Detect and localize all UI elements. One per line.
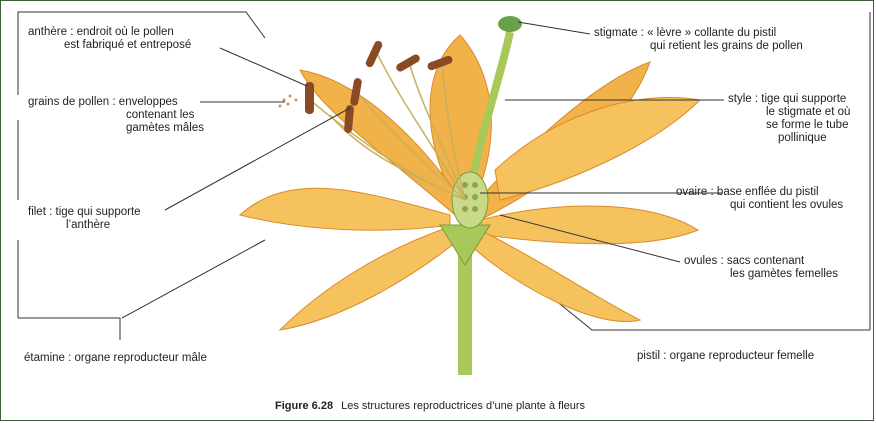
stem — [458, 255, 472, 375]
anthere-def2: est fabriqué et entreposé — [28, 39, 191, 51]
ovaire-term: ovaire — [676, 186, 707, 198]
label-anthere: anthère : endroit où le pollen est fabri… — [28, 26, 191, 52]
figure-caption: Figure 6.28 Les structures reproductrices… — [275, 400, 585, 412]
etamine-term: étamine — [24, 352, 65, 364]
label-ovules: ovules : sacs contenant les gamètes feme… — [684, 255, 838, 281]
style-def2: le stigmate et où — [728, 106, 850, 118]
label-pistil: pistil : organe reproducteur femelle — [637, 350, 814, 363]
caption-text: Les structures reproductrices d’une plan… — [341, 400, 585, 412]
grains-def1: enveloppes — [119, 96, 178, 108]
label-stigmate: stigmate : « lèvre » collante du pistil … — [594, 27, 803, 53]
style-def3: se forme le tube — [728, 119, 848, 131]
petal-upper-right — [495, 98, 700, 200]
stigmate-term: stigmate — [594, 27, 637, 39]
ovules-term: ovules — [684, 255, 717, 267]
filet-def2: l’anthère — [28, 219, 110, 231]
petal-front-left — [240, 188, 450, 230]
style-def1: tige qui supporte — [761, 93, 846, 105]
anther-highlight — [305, 82, 314, 114]
etamine-def1: organe reproducteur mâle — [75, 352, 207, 364]
anthere-def1: endroit où le pollen — [77, 26, 174, 38]
ovules-def2: les gamètes femelles — [684, 268, 838, 280]
etamine-bracket-bottom — [18, 318, 120, 340]
grains-term: grains de pollen — [28, 96, 109, 108]
ovaire-def1: base enflée du pistil — [717, 186, 819, 198]
ovules-def1: sacs contenant — [727, 255, 804, 267]
pistil-def1: organe reproducteur femelle — [670, 350, 814, 362]
label-style: style : tige qui supporte le stigmate et… — [728, 93, 850, 145]
style-term: style — [728, 93, 752, 105]
petal-front-lower-left — [280, 225, 465, 330]
label-etamine: étamine : organe reproducteur mâle — [24, 352, 207, 365]
label-ovaire: ovaire : base enflée du pistil qui conti… — [676, 186, 843, 212]
stigmate-def2: qui retient les grains de pollen — [594, 40, 803, 52]
filet-term: filet — [28, 206, 46, 218]
pistil-term: pistil — [637, 350, 660, 362]
ovaire-def2: qui contient les ovules — [676, 199, 843, 211]
stigmate-def1: « lèvre » collante du pistil — [647, 27, 776, 39]
filet-def1: tige qui supporte — [56, 206, 141, 218]
style-def4: pollinique — [728, 132, 827, 144]
label-filet: filet : tige qui supporte l’anthère — [28, 206, 141, 232]
stigma-shape — [498, 16, 522, 32]
caption-figure-number: Figure 6.28 — [275, 400, 333, 412]
label-grains: grains de pollen : enveloppes contenant … — [28, 96, 204, 135]
grains-def2: contenant les — [28, 109, 194, 121]
anthere-term: anthère — [28, 26, 67, 38]
grains-def3: gamètes mâles — [28, 122, 204, 134]
